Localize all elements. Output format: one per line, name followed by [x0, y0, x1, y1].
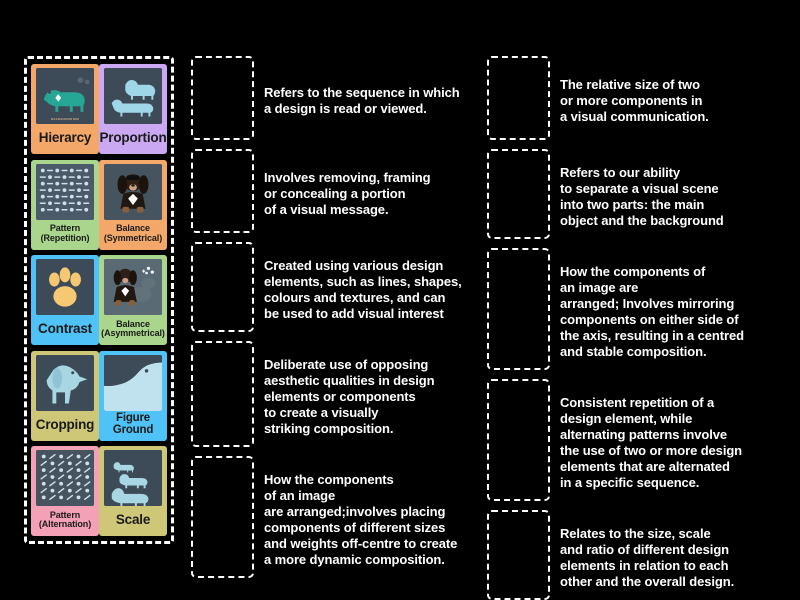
image-card-label-text: Contrast	[38, 321, 92, 337]
image-card-figure-ground[interactable]: Figure Ground	[99, 350, 167, 441]
image-card-label-text: Proportion	[99, 130, 167, 146]
two-dachshunds-proportion-icon	[104, 68, 162, 124]
image-card-label-text: Balance (Asymmetrical)	[101, 318, 165, 338]
dropzone-left-3[interactable]	[191, 242, 254, 332]
image-card-label: Balance (Asymmetrical)	[101, 315, 165, 343]
image-card-label-text: Hierarcy	[38, 130, 92, 146]
image-card-label: Proportion	[99, 124, 167, 152]
image-card-label: Scale	[101, 506, 165, 534]
card-row: Pattern (Repetition) Balance (Symmetrical…	[31, 159, 167, 250]
image-card-label-text: Figure Ground	[112, 411, 154, 436]
paw-print-icon	[36, 259, 94, 315]
dropzone-right-3[interactable]	[487, 248, 550, 370]
image-card-label-text: Pattern (Alternation)	[38, 509, 92, 529]
definition-row: How the components of an image are arran…	[191, 456, 491, 582]
card-row: DACHSHUND MIX Hierarcy Proportion	[31, 64, 167, 154]
dropzone-left-5[interactable]	[191, 456, 254, 578]
cropped-dachshund-head-icon	[36, 354, 94, 411]
definition-column-left: Refers to the sequence in which a design…	[191, 56, 491, 587]
definition-row: Refers to the sequence in which a design…	[191, 56, 491, 144]
image-card-label: Contrast	[33, 315, 97, 343]
thumb-caption: DACHSHUND MIX	[50, 117, 80, 121]
three-dachshunds-scale-icon	[104, 450, 162, 506]
dachshund-teal-side-icon: DACHSHUND MIX	[36, 68, 94, 124]
image-card-label-text: Pattern (Repetition)	[40, 223, 90, 243]
image-card-label-text: Cropping	[35, 416, 95, 432]
dropzone-right-4[interactable]	[487, 379, 550, 501]
definition-row: Involves removing, framing or concealing…	[191, 149, 491, 237]
image-card-balance-symmetrical[interactable]: Balance (Symmetrical)	[99, 159, 167, 250]
card-row: Contrast Balance (Asymmetrical)	[31, 255, 167, 345]
image-card-label-text: Scale	[115, 512, 151, 528]
definition-text: Created using various design elements, s…	[264, 258, 462, 321]
dachshund-front-symmetric-icon	[104, 163, 162, 220]
image-card-label: Pattern (Repetition)	[33, 220, 97, 248]
dropzone-right-1[interactable]	[487, 56, 550, 140]
definition-text: Consistent repetition of a design elemen…	[560, 395, 743, 490]
dropzone-left-4[interactable]	[191, 341, 254, 447]
image-card-pattern-alternation[interactable]: Pattern (Alternation)	[31, 446, 99, 536]
image-card-balance-asymmetrical[interactable]: Balance (Asymmetrical)	[99, 255, 167, 345]
definition-text: How the components of an image are arran…	[264, 472, 458, 567]
image-card-label-text: Balance (Symmetrical)	[103, 223, 163, 243]
alternating-bone-dot-pattern-icon	[36, 450, 94, 506]
image-card-label: Cropping	[33, 411, 97, 439]
image-card-contrast[interactable]: Contrast	[31, 255, 99, 345]
definition-row: Relates to the size, scale and ratio of …	[487, 510, 787, 600]
image-card-label: Balance (Symmetrical)	[101, 220, 165, 248]
image-card-scale[interactable]: Scale	[99, 446, 167, 536]
dropzone-right-5[interactable]	[487, 510, 550, 600]
image-card-label: Pattern (Alternation)	[33, 506, 97, 534]
definition-text: How the components of an image are arran…	[560, 264, 744, 359]
dot-grid-pattern-icon	[36, 163, 94, 220]
definition-text: Relates to the size, scale and ratio of …	[560, 526, 735, 589]
figure-ground-dog-head-icon	[104, 354, 162, 411]
card-row: Pattern (Alternation) Scale	[31, 446, 167, 536]
definition-column-right: The relative size of two or more compone…	[487, 56, 787, 600]
dachshund-offcentre-paws-icon	[104, 259, 162, 315]
dropzone-right-2[interactable]	[487, 149, 550, 239]
image-card-proportion[interactable]: Proportion	[99, 64, 167, 154]
dropzone-left-1[interactable]	[191, 56, 254, 140]
card-row: Cropping Figure Ground	[31, 350, 167, 441]
definition-text: Refers to our ability to separate a visu…	[560, 165, 724, 228]
definition-row: The relative size of two or more compone…	[487, 56, 787, 144]
image-card-cropping[interactable]: Cropping	[31, 350, 99, 441]
image-card-hierarcy[interactable]: DACHSHUND MIX Hierarcy	[31, 64, 99, 154]
definition-row: Consistent repetition of a design elemen…	[487, 379, 787, 505]
definition-text: Deliberate use of opposing aesthetic qua…	[264, 357, 435, 436]
image-card-label: Hierarcy	[33, 124, 97, 152]
definition-text: Involves removing, framing or concealing…	[264, 170, 431, 217]
image-card-label: Figure Ground	[101, 411, 165, 439]
image-card-pattern-repetition[interactable]: Pattern (Repetition)	[31, 159, 99, 250]
definition-row: Created using various design elements, s…	[191, 242, 491, 336]
definition-row: How the components of an image are arran…	[487, 248, 787, 374]
dropzone-left-2[interactable]	[191, 149, 254, 233]
definition-row: Refers to our ability to separate a visu…	[487, 149, 787, 243]
definition-text: Refers to the sequence in which a design…	[264, 85, 460, 116]
definition-row: Deliberate use of opposing aesthetic qua…	[191, 341, 491, 451]
definition-text: The relative size of two or more compone…	[560, 77, 709, 124]
